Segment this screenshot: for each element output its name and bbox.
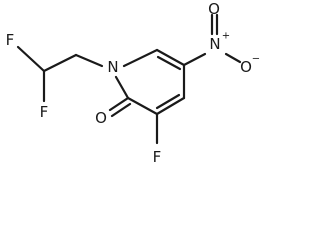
bond-f1-chf2 bbox=[16, 45, 46, 73]
bond-n1-c6 bbox=[122, 48, 159, 68]
bond-c2-n1 bbox=[114, 75, 130, 100]
atom-f1: F bbox=[6, 31, 15, 49]
bond-c5-nnitro bbox=[182, 52, 207, 67]
atom-o-nitro-right: O bbox=[240, 58, 252, 76]
bond-nnitro-oright bbox=[224, 52, 242, 64]
charge-o-nitro-right: − bbox=[252, 54, 260, 65]
bond-chf2-ch2 bbox=[42, 53, 78, 73]
atom-f2: F bbox=[40, 103, 49, 121]
atom-n1: N bbox=[107, 58, 118, 76]
bond-c3-c2 bbox=[126, 96, 159, 116]
atom-n-nitro: N bbox=[209, 35, 220, 53]
atom-o-nitro-top: O bbox=[208, 0, 220, 18]
bond-c2-o-a bbox=[108, 96, 130, 112]
atom-f3: F bbox=[153, 148, 162, 166]
atom-o-carbonyl: O bbox=[95, 109, 107, 127]
bond-c2-o-b bbox=[110, 102, 132, 118]
bond-c6-c5-inner bbox=[156, 55, 182, 71]
bond-c6-c5-outer bbox=[155, 48, 186, 67]
bond-ch2-n1 bbox=[74, 53, 104, 68]
charge-n-nitro: + bbox=[222, 31, 230, 42]
bond-c4-c3-outer bbox=[155, 96, 186, 116]
molecule-structure: F F N N + O O − O F bbox=[6, 0, 261, 166]
bond-c4-c3-inner bbox=[155, 93, 181, 110]
